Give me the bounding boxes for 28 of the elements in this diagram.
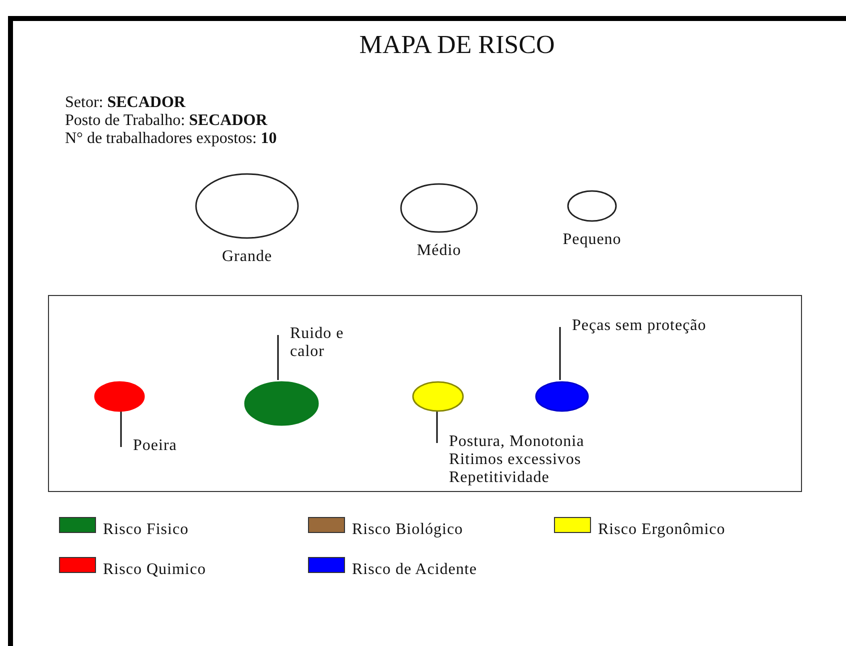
map-panel — [48, 295, 802, 492]
risk-label: Ruido e calor — [279, 325, 349, 361]
risk-circle — [244, 381, 319, 426]
risk-circle — [94, 381, 145, 412]
risk-label: Postura, Monotonia Ritimos excessivos Repetitividade — [438, 433, 638, 487]
legend-text: Risco Fisico — [103, 521, 189, 539]
legend-text: Risco de Acidente — [352, 561, 477, 579]
legend-text: Risco Ergonômico — [598, 521, 726, 539]
size-label: Grande — [220, 248, 274, 266]
header-line: N° de trabalhadores expostos: 10 — [65, 130, 277, 148]
leader-line — [559, 327, 561, 380]
risk-circle — [412, 381, 464, 412]
risk-circle — [535, 381, 589, 412]
leader-line — [436, 411, 438, 443]
size-label: Pequeno — [562, 231, 622, 249]
header-line: Posto de Trabalho: SECADOR — [65, 112, 268, 130]
title: MAPA DE RISCO — [358, 30, 556, 60]
leader-line — [277, 335, 279, 380]
risk-label: Peças sem proteção — [561, 317, 791, 335]
leader-line — [120, 411, 122, 447]
size-label: Médio — [416, 242, 462, 260]
size-circle — [400, 183, 478, 233]
legend-text: Risco Quimico — [103, 561, 206, 579]
size-circle — [195, 173, 299, 239]
header-line: Setor: SECADOR — [65, 94, 186, 112]
size-circle — [567, 190, 617, 222]
legend-text: Risco Biológico — [352, 521, 464, 539]
risk-label: Poeira — [122, 437, 202, 455]
